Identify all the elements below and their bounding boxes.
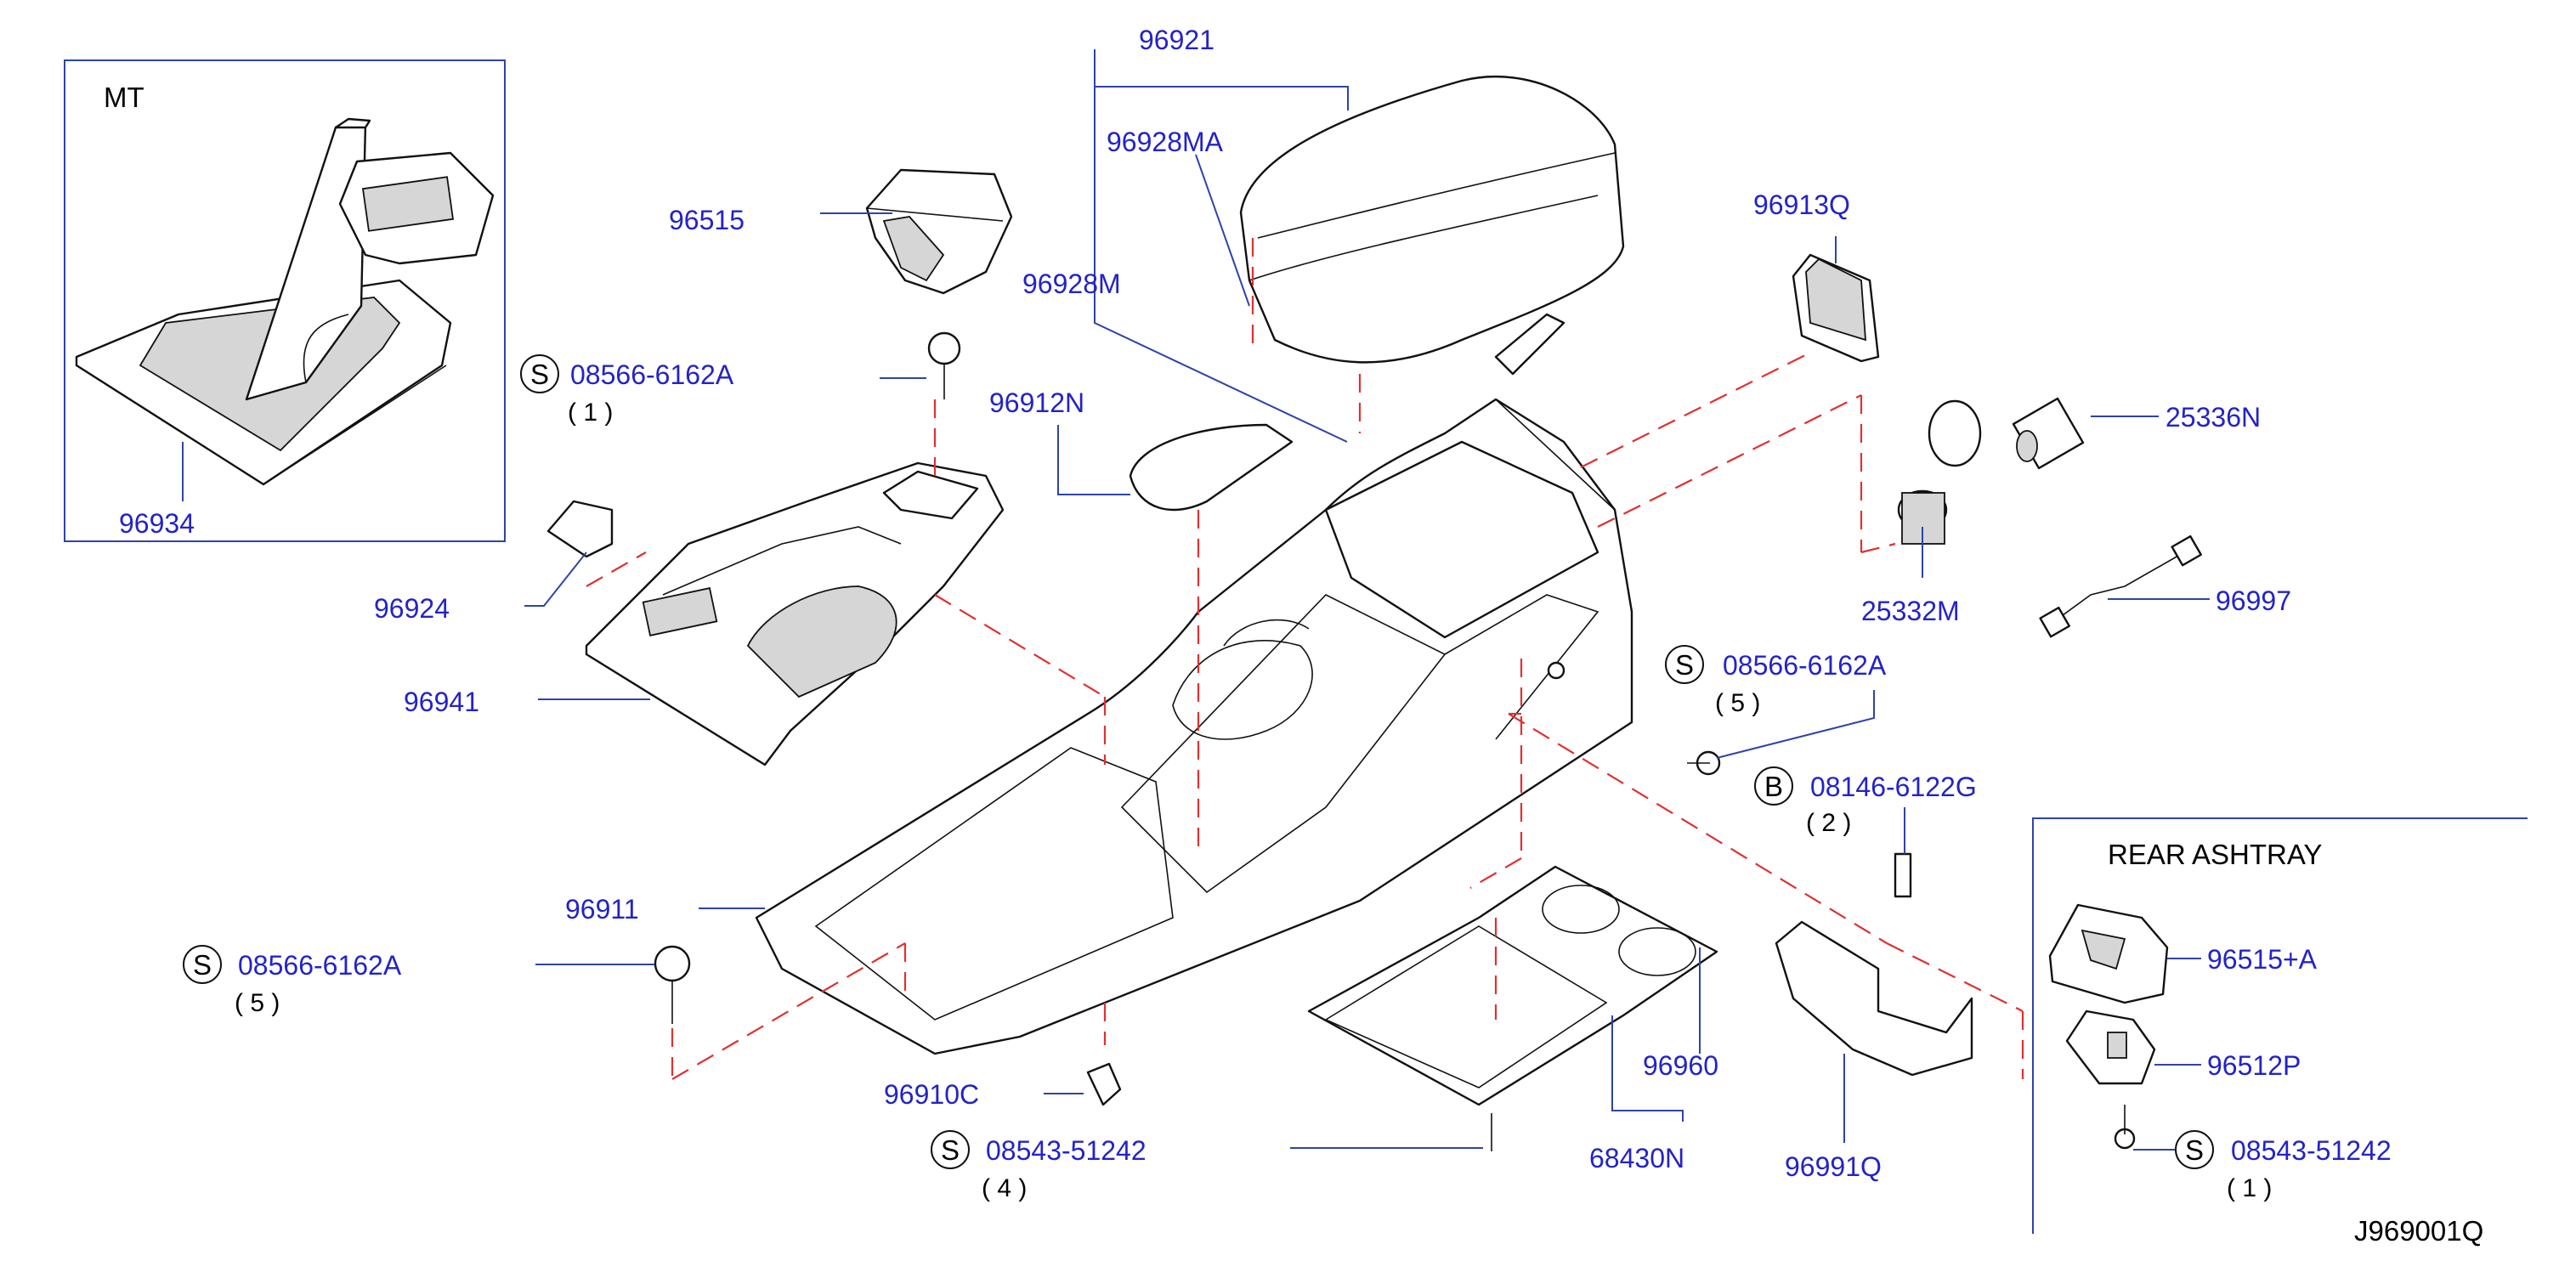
part-label-96512P[interactable]: 96512P <box>2207 1050 2301 1081</box>
part-label-96515[interactable]: 96515 <box>669 205 744 235</box>
quantity-label: ( 2 ) <box>1806 809 1851 837</box>
part-label-96910C[interactable]: 96910C <box>884 1079 979 1110</box>
rear-ashtray-96515A <box>2048 903 2169 1004</box>
part-label-08566-6162A[interactable]: 08566-6162A <box>570 359 734 390</box>
console-body-96911 <box>755 398 1633 1055</box>
console-bezel-96941 <box>585 461 1005 766</box>
b-marker-icon: B <box>1754 766 1793 806</box>
quantity-label: ( 5 ) <box>235 989 280 1017</box>
quantity-label: ( 4 ) <box>982 1174 1027 1202</box>
part-label-08543-51242[interactable]: 08543-51242 <box>2231 1135 2392 1166</box>
armrest-lid-96921 <box>1239 76 1625 376</box>
part-label-96921[interactable]: 96921 <box>1139 25 1214 55</box>
lighter-25336N <box>2012 397 2085 470</box>
bracket-96991Q <box>1775 920 1973 1077</box>
mt-shift-boot-assembly <box>75 117 495 486</box>
s-marker-icon: S <box>183 945 222 984</box>
s-marker-icon: S <box>931 1130 970 1169</box>
part-label-08146-6122G[interactable]: 08146-6122G <box>1810 772 1977 802</box>
part-label-96960[interactable]: 96960 <box>1643 1050 1718 1081</box>
bezel-96913Q <box>1792 253 1880 363</box>
part-label-96912N[interactable]: 96912N <box>989 387 1084 418</box>
part-label-96934[interactable]: 96934 <box>119 508 195 539</box>
part-label-25332M[interactable]: 25332M <box>1861 596 1960 626</box>
ashtray-96515 <box>865 168 1013 295</box>
svg-text:S: S <box>193 949 212 981</box>
part-label-96997[interactable]: 96997 <box>2216 585 2291 616</box>
quantity-label: ( 5 ) <box>1715 689 1760 717</box>
svg-text:S: S <box>2185 1134 2204 1166</box>
rear-ashtray-inset-box <box>2032 817 2528 1234</box>
rear-ashtray-96512P <box>2065 1009 2156 1085</box>
s-marker-icon: S <box>2175 1130 2214 1169</box>
svg-text:B: B <box>1764 771 1783 802</box>
svg-text:S: S <box>530 359 549 390</box>
leader-lines <box>182 49 2210 1151</box>
diagram-id: J969001Q <box>2354 1215 2483 1247</box>
socket-25332M <box>1897 399 1982 545</box>
part-label-08543-51242[interactable]: 08543-51242 <box>986 1135 1146 1166</box>
part-label-96911[interactable]: 96911 <box>565 894 639 925</box>
part-label-08566-6162A[interactable]: 08566-6162A <box>1723 650 1887 681</box>
part-label-96913Q[interactable]: 96913Q <box>1753 189 1850 220</box>
harness-96997 <box>2039 534 2202 638</box>
screw-icon <box>654 331 2136 1151</box>
quantity-label: ( 1 ) <box>2227 1174 2272 1202</box>
mt-inset-label: MT <box>104 82 144 113</box>
insert-96924 <box>546 500 614 558</box>
part-label-96515A[interactable]: 96515+A <box>2207 944 2318 975</box>
s-marker-icon: S <box>1665 645 1704 684</box>
part-label-25336N[interactable]: 25336N <box>2166 402 2261 433</box>
part-label-96928MA[interactable]: 96928MA <box>1107 127 1224 157</box>
svg-text:S: S <box>941 1134 960 1166</box>
assembly-dashed-lines <box>586 238 2024 1080</box>
part-label-96941[interactable]: 96941 <box>404 687 479 717</box>
tray-96960 <box>1307 865 1718 1106</box>
rear-ashtray-label: REAR ASHTRAY <box>2108 839 2322 870</box>
part-label-96928M[interactable]: 96928M <box>1022 269 1121 299</box>
s-marker-icon: S <box>520 354 559 393</box>
cover-96912N <box>1129 423 1294 512</box>
part-label-96991Q[interactable]: 96991Q <box>1785 1151 1882 1182</box>
mt-inset-box <box>64 59 506 542</box>
part-label-08566-6162A[interactable]: 08566-6162A <box>238 950 402 981</box>
svg-text:S: S <box>1675 649 1694 681</box>
part-label-96924[interactable]: 96924 <box>374 593 450 624</box>
part-label-68430N[interactable]: 68430N <box>1589 1143 1684 1173</box>
quantity-label: ( 1 ) <box>568 399 613 427</box>
